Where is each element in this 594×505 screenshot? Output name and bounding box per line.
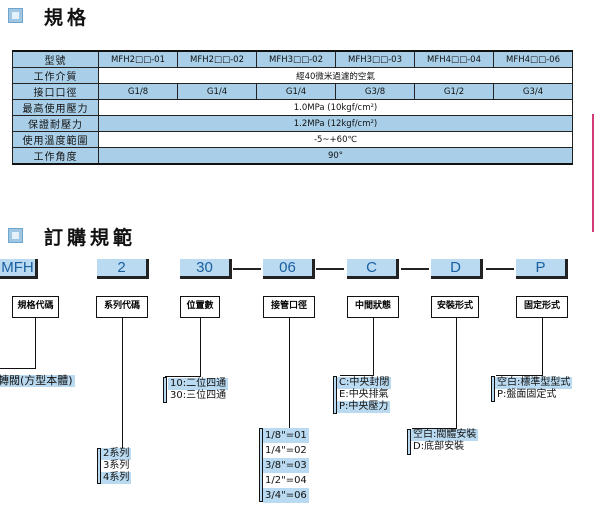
medium-value: 經40微米過濾的空氣 [98,67,573,84]
connector-line [165,376,201,377]
code-box-spec: MFH [0,259,38,279]
position-options-marker [163,377,167,403]
middle-options-marker [333,376,337,414]
table-row: 工作角度 90° [12,147,573,165]
port-cell: G1/4 [177,83,257,100]
section-icon [8,228,23,243]
connector-line [289,318,290,428]
code-box-mount: D [431,259,483,279]
table-row: 接口口徑 G1/8 G1/4 G1/4 G3/8 G1/2 G3/4 [12,83,573,100]
code-box-middle: C [347,259,399,279]
position-option: 30:三位四通 [170,390,227,401]
label-middle-state: 中間狀態 [347,296,399,318]
port-cell: G3/4 [493,83,573,100]
connector-line [456,318,457,428]
section-icon [8,8,23,23]
port-option: 1/2"=04 [265,475,307,486]
fix-option: 空白:標準型型式 [495,377,573,389]
series-option: 4系列 [101,472,132,484]
row-header-model: 型號 [12,50,99,68]
model-cell: MFH3□□-03 [335,50,415,68]
port-option: 3/4"=06 [263,488,309,503]
code-box-positions: 30 [180,259,232,279]
middle-option: C:中央封閉 [337,377,392,389]
max-pressure-value: 1.0MPa (10kgf/cm²) [98,99,573,116]
code-separator [316,268,344,270]
port-options-marker [259,428,263,502]
connector-line [542,318,543,375]
model-cell: MFH2□□-01 [98,50,178,68]
connector-line [35,318,36,368]
code-separator [401,268,429,270]
port-cell: G3/8 [335,83,415,100]
table-row: 保證耐壓力 1.2MPa (12kgf/cm²) [12,115,573,132]
connector-line [0,368,36,369]
middle-options: C:中央封閉 E:中央排氣 P:中央壓力 [337,377,392,413]
middle-option: E:中央排氣 [339,389,389,400]
connector-line [412,428,457,429]
spec-code-option: 轉閥(方型本體) [0,375,75,387]
series-option: 2系列 [101,448,132,460]
model-cell: MFH3□□-02 [256,50,336,68]
table-row: 工作介質 經40微米過濾的空氣 [12,67,573,84]
middle-option: P:中央壓力 [337,401,391,413]
row-header-medium: 工作介質 [12,67,99,84]
label-fix-type: 固定形式 [516,296,568,318]
angle-value: 90° [98,147,573,165]
label-mount-type: 安裝形式 [431,296,479,318]
mount-options: 空白:閥體安裝 D:底部安裝 [411,429,479,453]
mount-options-marker [407,429,411,455]
code-box-series: 2 [97,259,149,279]
fix-options-marker [491,376,495,402]
port-cell: G1/8 [98,83,178,100]
series-option: 3系列 [103,460,130,471]
code-box-fix: P [516,259,568,279]
table-row: 使用溫度範圍 -5~+60℃ [12,131,573,148]
mount-option: 空白:閥體安裝 [411,429,479,441]
code-separator [233,268,261,270]
connector-line [373,318,374,375]
row-header-angle: 工作角度 [12,147,99,165]
table-row: 型號 MFH2□□-01 MFH2□□-02 MFH3□□-02 MFH3□□-… [12,50,573,68]
port-option: 1/4"=02 [265,445,307,456]
connector-line [340,375,374,376]
fix-options: 空白:標準型型式 P:盤面固定式 [495,377,573,401]
spec-section-title: 規格 [44,7,91,29]
order-section-title: 訂購規範 [44,227,137,249]
port-option: 3/8"=03 [263,458,309,473]
label-positions: 位置數 [180,296,220,318]
row-header-proof-pressure: 保證耐壓力 [12,115,99,132]
model-cell: MFH4□□-06 [493,50,573,68]
port-cell: G1/2 [414,83,494,100]
table-row: 最高使用壓力 1.0MPa (10kgf/cm²) [12,99,573,116]
connector-line [200,318,201,376]
model-cell: MFH2□□-02 [177,50,257,68]
row-header-max-pressure: 最高使用壓力 [12,99,99,116]
row-header-temperature: 使用溫度範圍 [12,131,99,148]
edge-mark [592,114,594,232]
label-series-code: 系列代碼 [96,296,148,318]
code-box-port: 06 [263,259,315,279]
label-spec-code: 規格代碼 [12,296,59,318]
spec-code-options: 轉閥(方型本體) [0,375,75,387]
code-separator [486,268,514,270]
series-options: 2系列 3系列 4系列 [101,448,132,484]
spec-table: 型號 MFH2□□-01 MFH2□□-02 MFH3□□-02 MFH3□□-… [12,50,573,165]
connector-line [122,318,123,450]
fix-option: P:盤面固定式 [497,389,557,400]
mount-option: D:底部安裝 [413,441,465,452]
port-option: 1/8"=01 [263,428,309,443]
position-option: 10:二位四通 [168,378,229,390]
label-port-size: 接管口徑 [263,296,315,318]
temperature-value: -5~+60℃ [98,131,573,148]
port-options: 1/8"=01 1/4"=02 3/8"=03 1/2"=04 3/4"=06 [263,428,309,503]
series-options-marker [97,448,101,484]
position-options: 10:二位四通 30:三位四通 [168,378,229,402]
port-cell: G1/4 [256,83,336,100]
connector-line [496,375,543,376]
model-cell: MFH4□□-04 [414,50,494,68]
row-header-port: 接口口徑 [12,83,99,100]
proof-pressure-value: 1.2MPa (12kgf/cm²) [98,115,573,132]
